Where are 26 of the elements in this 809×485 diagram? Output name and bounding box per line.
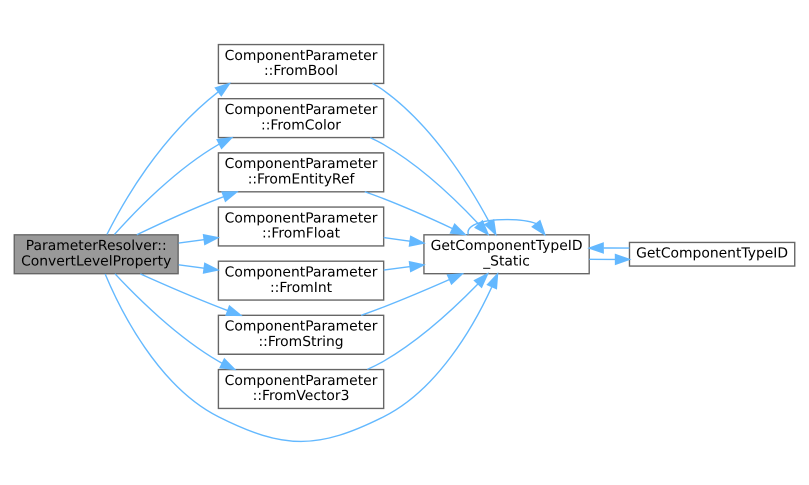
node-box: ComponentParameter ::FromEntityRef [218,152,384,192]
arrow [178,262,220,274]
arrow [372,82,497,236]
arrow [367,272,490,370]
node-box: ComponentParameter ::FromVector3 [218,368,384,409]
node-box: ComponentParameter ::FromString [218,314,384,354]
arrow [467,218,546,236]
arrow [106,82,232,234]
node-box: ComponentParameter ::FromInt [218,260,384,300]
arrow [178,233,220,245]
arrow [384,260,426,272]
node-box: ComponentParameter ::FromFloat [218,206,384,246]
arrow [136,190,239,235]
node-box: ComponentParameter ::FromBool [218,43,384,84]
node-box: ParameterResolver:: ConvertLevelProperty [14,234,179,274]
arrow [104,272,498,442]
arrow [114,136,234,234]
arrow [364,190,468,235]
node-box: ComponentParameter ::FromColor [218,98,384,138]
arrow [384,234,426,246]
node-box: GetComponentTypeID [628,241,796,266]
arrow [140,272,243,316]
arrow [587,242,630,254]
node-box: GetComponentTypeID _Static [423,234,590,274]
arrow [589,253,632,265]
arrow [114,272,237,370]
